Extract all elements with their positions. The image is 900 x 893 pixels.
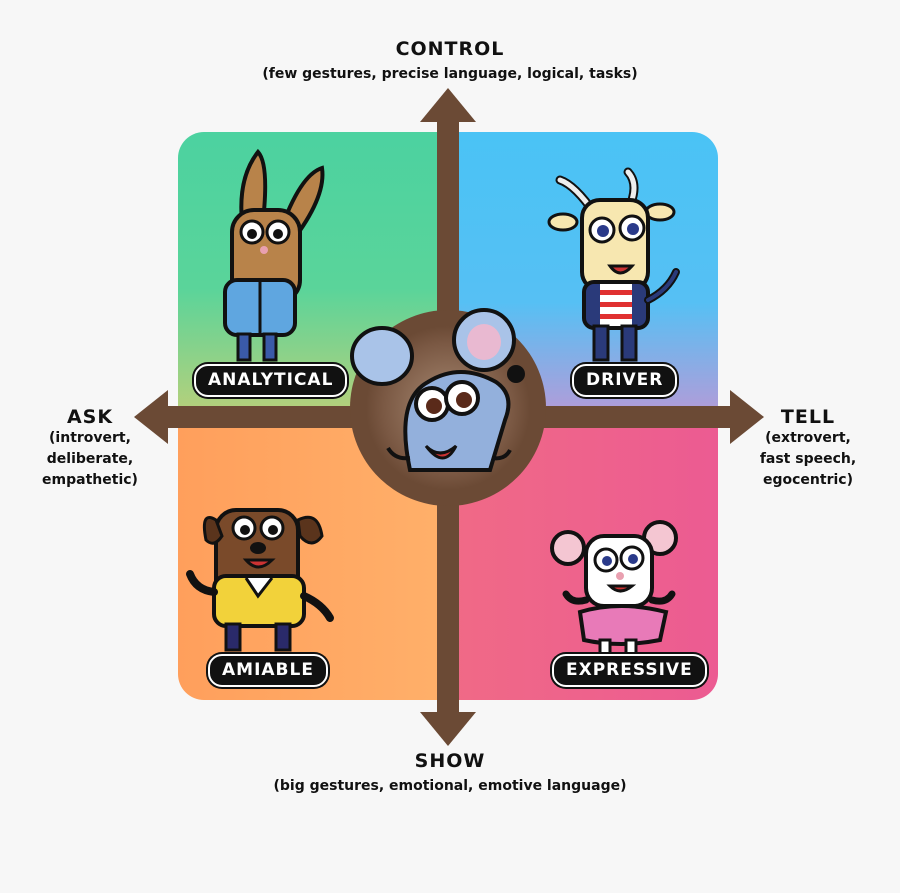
- mouse-icon: [550, 520, 678, 666]
- top-axis-subtitle: (few gestures, precise language, logical…: [262, 66, 638, 82]
- dog-icon: [186, 508, 334, 652]
- expressive-badge: EXPRESSIVE: [552, 654, 707, 687]
- right-axis-line-2: fast speech,: [759, 451, 857, 467]
- blue-mouse-icon: [350, 308, 525, 472]
- top-axis-title: CONTROL: [395, 38, 505, 60]
- goat-icon: [547, 167, 680, 362]
- arrow-up-icon: [420, 88, 476, 122]
- right-axis-title: TELL: [780, 406, 836, 428]
- left-axis-title: ASK: [66, 406, 114, 428]
- arrow-right-icon: [730, 390, 764, 444]
- right-axis-line-3: egocentric): [763, 472, 853, 488]
- bottom-axis-title: SHOW: [414, 750, 486, 772]
- left-axis-label: ASK (introvert, deliberate, empathetic): [30, 406, 150, 491]
- left-axis-line-1: (introvert,: [49, 430, 131, 446]
- bottom-axis-subtitle: (big gestures, emotional, emotive langua…: [273, 778, 627, 794]
- amiable-badge: AMIABLE: [208, 654, 328, 687]
- left-axis-line-2: deliberate,: [46, 451, 134, 467]
- rabbit-icon: [223, 148, 325, 362]
- center-mascot: [350, 308, 546, 506]
- arrow-left-icon: [134, 390, 168, 444]
- driver-badge: DRIVER: [572, 364, 678, 397]
- right-axis-label: TELL (extrovert, fast speech, egocentric…: [748, 406, 868, 491]
- left-axis-line-3: empathetic): [42, 472, 138, 488]
- analytical-badge: ANALYTICAL: [194, 364, 348, 397]
- right-axis-line-1: (extrovert,: [765, 430, 851, 446]
- arrow-down-icon: [420, 712, 476, 746]
